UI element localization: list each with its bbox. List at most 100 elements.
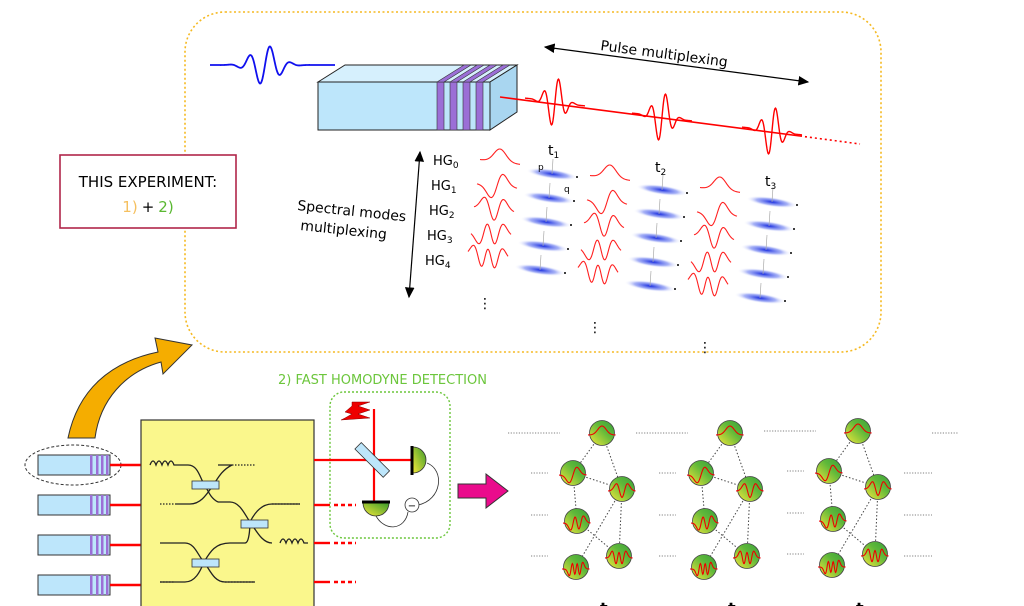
node-mode-curve: [690, 561, 718, 577]
source-crystal: [37, 454, 111, 476]
homodyne-title: 2) FAST HOMODYNE DETECTION: [278, 373, 487, 388]
node-mode-curve: [587, 425, 616, 436]
cluster-state-2: t: [636, 420, 764, 606]
beam-splitters: [191, 480, 269, 568]
experiment-parts: 1)+2): [122, 198, 173, 216]
time-label-text: t: [765, 174, 771, 190]
hg-label: HG4: [425, 254, 451, 271]
more-modes-ellipsis: ⋮: [478, 296, 492, 312]
node-mode-curve: [562, 515, 591, 531]
pulse-multiplexing-arrow: [543, 43, 810, 86]
crystal-stripe: [96, 575, 99, 595]
q-axis-tip: [784, 300, 786, 302]
cluster-time-label: t: [856, 599, 864, 606]
cluster-time-label: t: [600, 599, 608, 606]
output-beam: [499, 96, 801, 137]
local-oscillator-icon: [340, 401, 371, 421]
cluster-node: [609, 476, 635, 502]
node-mode-curve: [818, 513, 847, 529]
cluster-node: [865, 474, 891, 500]
hg-label-text: HG: [431, 179, 451, 194]
hg-label-text: HG: [433, 154, 453, 169]
cluster-node: [737, 476, 763, 502]
time-label: t3: [765, 174, 776, 192]
input-pulse-blue: [210, 45, 335, 85]
output-pulses: [524, 78, 803, 155]
hg-label-subscript: 0: [453, 161, 459, 171]
pulse-multiplexing-label: Pulse multiplexing: [599, 38, 728, 71]
p-axis: [652, 246, 655, 263]
crystal-stripe: [101, 535, 104, 555]
time-label: t2: [655, 160, 666, 178]
hg-mode-curve: [589, 164, 631, 181]
hg-label-text: HG: [429, 204, 449, 219]
hg-mode-curve: [583, 212, 625, 237]
crystal-stripe: [101, 455, 104, 475]
hg-label: HG2: [429, 204, 455, 221]
pulse-2: [631, 93, 693, 141]
more-modes-ellipsis: ⋮: [698, 340, 712, 356]
q-axis-tip: [567, 248, 569, 250]
crystal-stripe: [90, 495, 93, 515]
time-label: t1: [548, 143, 559, 161]
source-crystal: [37, 534, 111, 556]
q-axis-tip: [796, 204, 798, 206]
p-axis: [759, 282, 762, 299]
entanglement-edge: [831, 486, 879, 566]
source-crystal: [37, 574, 111, 596]
hg-label-text: HG: [427, 229, 447, 244]
node-mode-curve: [735, 483, 764, 498]
time-label-text: t: [655, 160, 661, 176]
pulse-3: [741, 107, 803, 155]
q-axis-tip: [573, 200, 575, 202]
crystal-stripe: [101, 575, 104, 595]
node-mode-curve: [558, 466, 587, 484]
p-axis: [765, 234, 768, 251]
node-mode-curve: [818, 559, 846, 575]
hg-mode-curve: [690, 251, 732, 273]
hg-label-text: HG: [425, 254, 445, 269]
crystal-stripe: [96, 535, 99, 555]
crystal-stripe: [90, 535, 93, 555]
hg-mode-curve: [687, 272, 729, 297]
node-mode-curve: [607, 483, 636, 498]
hg-mode-curve: [586, 189, 628, 215]
cluster-node: [560, 460, 586, 486]
chip-outputs: [314, 503, 356, 584]
crystal-stripe: [106, 495, 109, 515]
part2: 2): [158, 198, 173, 216]
q-axis-tip: [793, 228, 795, 230]
hg-label: HG3: [427, 229, 453, 246]
hg-mode-curve: [693, 224, 735, 249]
crystal-stripe: [106, 575, 109, 595]
hg-label: HG1: [431, 179, 457, 196]
node-mode-curve: [814, 464, 843, 482]
crystal-stripe: [106, 455, 109, 475]
curved-arrow-orange: [67, 337, 194, 439]
pulse-1: [524, 78, 586, 126]
homodyne-frame: [329, 391, 451, 539]
this-experiment-box: THIS EXPERIMENT: 1)+2): [59, 154, 237, 229]
cluster-states: ttt: [508, 418, 958, 606]
cluster-node: [816, 458, 842, 484]
p-axis: [548, 182, 551, 199]
p-axis: [545, 206, 548, 223]
q-axis-tip: [674, 288, 676, 290]
node-mode-curve: [843, 423, 872, 434]
q-axis-tip: [787, 276, 789, 278]
time-label-text: t: [548, 143, 554, 159]
cluster-node: [606, 543, 632, 569]
experiment-title: THIS EXPERIMENT:: [78, 173, 218, 191]
spectral-multiplexing-arrow: [404, 150, 425, 299]
crystal-stripe: [90, 455, 93, 475]
cluster-node: [717, 420, 743, 446]
hg-label-subscript: 3: [447, 236, 453, 246]
hg-mode-curve: [473, 196, 515, 221]
mode-grid: t1⋮t2⋮t3⋮pq: [467, 143, 798, 356]
hg-label: HG0: [433, 154, 459, 171]
cluster-node: [734, 543, 760, 569]
crystal-stripe: [106, 535, 109, 555]
interferometer-chip: [140, 419, 315, 606]
q-axis-tip: [683, 216, 685, 218]
